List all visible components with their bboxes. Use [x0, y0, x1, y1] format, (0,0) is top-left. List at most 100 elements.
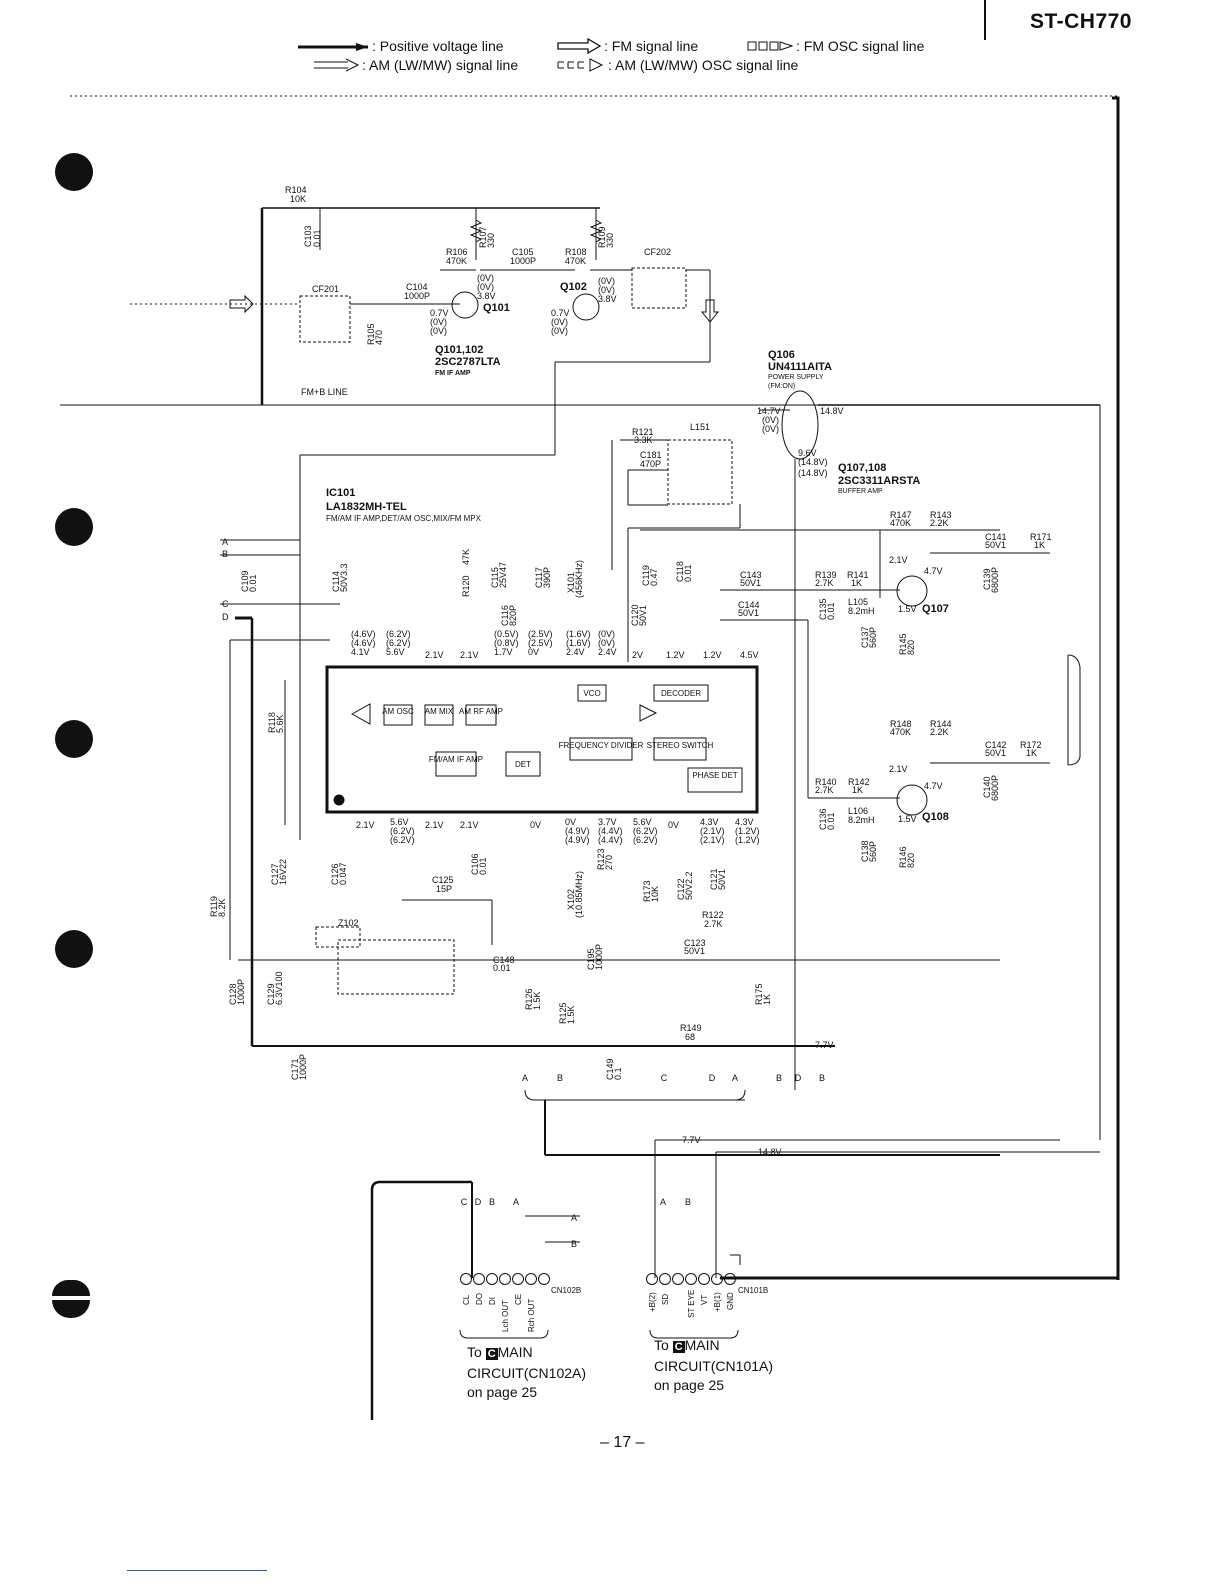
- volt-v77a: 7.7V: [815, 1040, 834, 1050]
- bus-letter: D: [709, 1073, 716, 1083]
- label-c117: C117: [534, 567, 544, 588]
- label-r140: R140: [815, 777, 837, 787]
- label-r142: R142: [848, 777, 870, 787]
- label-c129-v: 6.3V100: [274, 971, 284, 1005]
- bus-letter: B: [557, 1073, 563, 1083]
- label-r118-v: 5.6K: [275, 714, 285, 733]
- label-r141-v: 1K: [851, 578, 862, 588]
- frame-right: [1112, 96, 1120, 1280]
- label-r144-v: 2.2K: [930, 727, 949, 737]
- page-number: – 17 –: [600, 1434, 645, 1451]
- bus-letter: B: [776, 1073, 782, 1083]
- label-c114: C114: [331, 571, 341, 592]
- volt-q102-b3: (0V): [551, 326, 568, 336]
- label-l105: L105: [848, 597, 868, 607]
- cn102b-pin-cl: CL: [462, 1294, 471, 1305]
- volt-q106-in1: 14.7V: [757, 406, 781, 416]
- legend-positive-voltage: : Positive voltage line: [372, 38, 504, 54]
- label-ic101: IC101: [326, 487, 355, 499]
- label-r149-v: 68: [685, 1032, 695, 1042]
- ic-block-freq-div: FREQUENCY DIVIDER: [559, 741, 644, 750]
- label-c115-v: 25V47: [498, 562, 508, 588]
- label-r172: R172: [1020, 740, 1042, 750]
- label-c106: C106: [470, 853, 480, 875]
- ic-internal-blocks: [350, 684, 743, 793]
- volt-p15: 1.2V: [666, 650, 685, 660]
- ic-block-det: DET: [515, 760, 531, 769]
- label-c121: C121: [709, 868, 719, 890]
- label-r118: R118: [267, 712, 277, 733]
- volt-v77b: 7.7V: [682, 1135, 701, 1145]
- volt-p1: 2.1V: [356, 820, 375, 830]
- volt-q102-c3: 3.8V: [598, 294, 617, 304]
- label-c120-v: 50V1: [638, 605, 648, 626]
- cn101b-pin-gnd: GND: [726, 1292, 735, 1310]
- label-c139-v: 6800P: [990, 567, 1000, 593]
- volt-q102-c2: (0V): [598, 285, 615, 295]
- cn101b-pin-b2: +B(2): [648, 1292, 657, 1312]
- label-r126-v: 1.5K: [532, 991, 542, 1010]
- label-r121: R121: [632, 427, 654, 437]
- label-c138-v: 560P: [868, 841, 878, 862]
- bus-letter: B: [571, 1239, 577, 1249]
- bus-letter-a: A: [222, 537, 228, 547]
- label-c195-v: 1000P: [594, 944, 604, 970]
- am-osc-swatch: [557, 58, 604, 72]
- to-label: To: [654, 1337, 669, 1353]
- binder-hole: [55, 508, 93, 546]
- legend-fm-osc: : FM OSC signal line: [796, 38, 925, 54]
- volt-p9: 5.6V(6.2V)(6.2V): [633, 817, 658, 845]
- volt-p8: 3.7V(4.4V)(4.4V): [598, 817, 623, 845]
- legend-am-osc: : AM (LW/MW) OSC signal line: [608, 57, 799, 73]
- cn102b-pin-ce: CE: [514, 1294, 523, 1305]
- label-cf201: CF201: [312, 284, 339, 294]
- label-q107-108-part: 2SC3311ARSTA: [838, 475, 920, 487]
- label-c127-v: 16V22: [278, 859, 288, 885]
- label-c116: C116: [500, 605, 510, 626]
- label-c121-v: 50V1: [717, 869, 727, 890]
- am-signal-swatch: [314, 58, 360, 72]
- label-c118-v: 0.01: [683, 564, 693, 582]
- to-label: To: [467, 1344, 482, 1360]
- label-r122: R122: [702, 910, 724, 920]
- bus-letter-c: C: [222, 599, 229, 609]
- label-c129: C129: [266, 983, 276, 1005]
- ic-block-am-mix: AM MIX: [425, 707, 454, 716]
- volt-q106-b3: (14.8V): [798, 468, 828, 478]
- label-r147: R147: [890, 510, 912, 520]
- label-q108: Q108: [922, 811, 949, 823]
- label-q107-108: Q107,108: [838, 462, 886, 474]
- label-c138: C138: [860, 840, 870, 862]
- volt-q101-c1: (0V): [477, 273, 494, 283]
- fm-signal-swatch: [557, 38, 602, 54]
- label-z102: Z102: [338, 918, 359, 928]
- label-c148-v: 0.01: [493, 963, 511, 973]
- label-r148: R148: [890, 719, 912, 729]
- label-r145: R145: [898, 633, 908, 655]
- label-r147-v: 470K: [890, 518, 911, 528]
- label-c137-v: 560P: [868, 627, 878, 648]
- label-q106-func2: (FM:ON): [768, 383, 795, 390]
- label-r104-v: 10K: [290, 194, 306, 204]
- label-r175-v: 1K: [762, 994, 772, 1005]
- volt-p10: 0V: [668, 820, 679, 830]
- volt-q102-b1: 0.7V: [551, 308, 570, 318]
- volt-p4: 2.1V: [460, 820, 479, 830]
- volt-q101-b3: (0V): [430, 326, 447, 336]
- frame-left: [370, 1180, 472, 1420]
- circuit-ref: CIRCUIT(CN102A): [467, 1365, 587, 1381]
- label-c122: C122: [676, 878, 686, 900]
- label-r107-v: 330: [486, 233, 496, 248]
- label-l106-v: 8.2mH: [848, 815, 875, 825]
- label-c109-v: 0.01: [248, 574, 258, 592]
- label-r171-v: 1K: [1034, 540, 1045, 550]
- label-r104: R104: [285, 185, 307, 195]
- label-c116-v: 820P: [508, 605, 518, 626]
- c-badge: C: [672, 1341, 685, 1353]
- label-c125-v: 15P: [436, 884, 452, 894]
- label-c171: C171: [290, 1058, 300, 1080]
- cn102b-label: CN102B: [551, 1286, 581, 1295]
- label-c127: C127: [270, 863, 280, 885]
